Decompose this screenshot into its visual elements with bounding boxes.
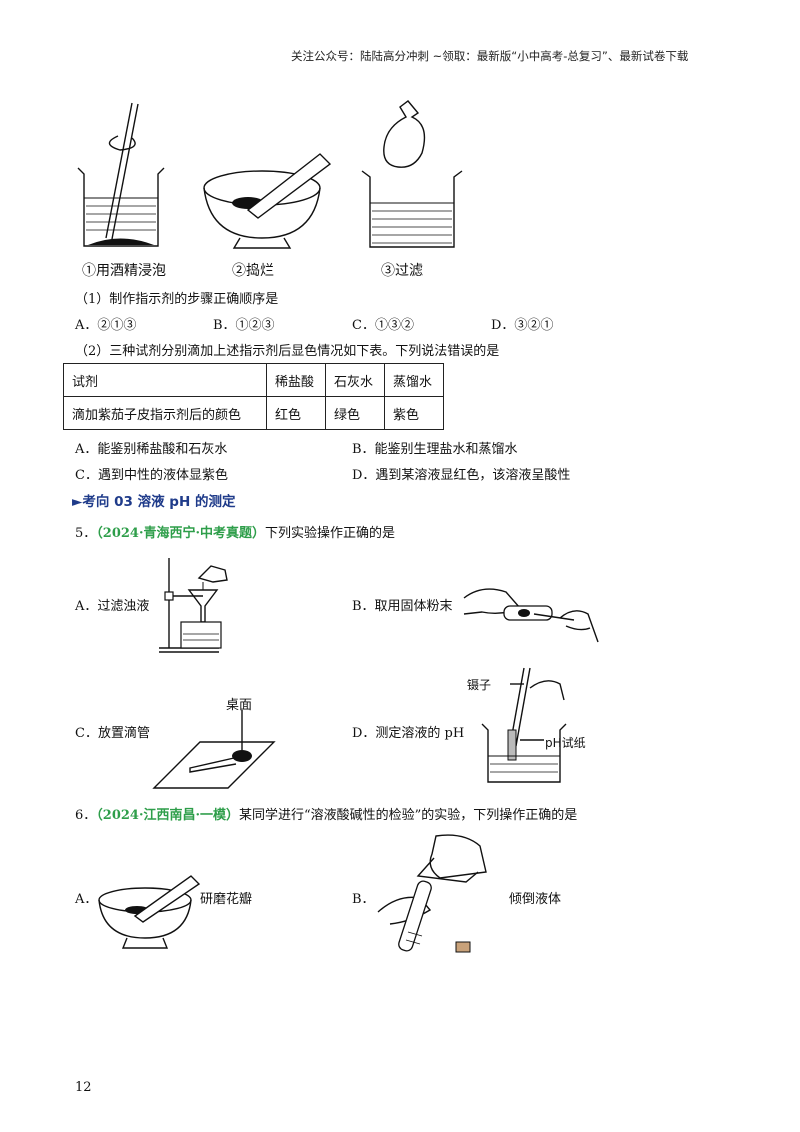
- desk-label: 桌面: [226, 698, 253, 713]
- question-number: 5．: [75, 526, 97, 541]
- table-row: 滴加紫茄子皮指示剂后的颜色 红色 绿色 紫色: [63, 396, 444, 430]
- tweezers-label: 镊子: [467, 678, 492, 692]
- q2-stem: （2）三种试剂分别滴加上述指示剂后显色情况如下表。下列说法错误的是: [75, 344, 500, 359]
- table-cell: 稀盐酸: [266, 363, 326, 397]
- question-source: （2024·青海西宁·中考真题）: [96, 526, 266, 541]
- q1-option-a[interactable]: A．②①③: [75, 318, 137, 333]
- filtration-apparatus-figure: [159, 558, 228, 653]
- question-source: （2024·江西南昌·一模）: [96, 808, 240, 823]
- q5-option-a[interactable]: A．过滤浊液: [75, 599, 150, 614]
- q6-line: 6．（2024·江西南昌·一模）某同学进行“溶液酸碱性的检验”的实验，下列操作正…: [75, 804, 577, 823]
- q2-option-a[interactable]: A．能鉴别稀盐酸和石灰水: [75, 442, 228, 457]
- section-title: 考向 03 溶液 pH 的测定: [82, 494, 236, 510]
- q2-option-b[interactable]: B．能鉴别生理盐水和蒸馏水: [352, 442, 518, 457]
- table-cell: 石灰水: [325, 363, 385, 397]
- q1-option-b[interactable]: B．①②③: [213, 318, 275, 333]
- q1-stem: （1）制作指示剂的步骤正确顺序是: [75, 292, 279, 307]
- grinding-mortar-figure: [98, 875, 201, 949]
- q6-option-a[interactable]: A．: [75, 892, 98, 907]
- table-cell: 试剂: [63, 363, 267, 397]
- q2-option-d[interactable]: D．遇到某溶液显红色，该溶液呈酸性: [352, 468, 571, 483]
- reagent-table: 试剂 稀盐酸 石灰水 蒸馏水 滴加紫茄子皮指示剂后的颜色 红色 绿色 紫色: [63, 363, 444, 430]
- pour-label: 倾倒液体: [509, 892, 562, 907]
- q2-option-c[interactable]: C．遇到中性的液体显紫色: [75, 468, 228, 483]
- table-cell: 红色: [266, 396, 326, 430]
- q5-option-d[interactable]: D．测定溶液的 pH: [352, 726, 465, 741]
- q1-option-c[interactable]: C．①③②: [352, 318, 414, 333]
- section-heading: ►考向 03 溶液 pH 的测定: [72, 490, 235, 510]
- table-header-row: 试剂 稀盐酸 石灰水 蒸馏水: [63, 363, 444, 397]
- triangle-marker-icon: ►: [72, 494, 83, 510]
- q1-option-d[interactable]: D．③②①: [491, 318, 554, 333]
- q5-option-b[interactable]: B．取用固体粉末: [352, 599, 453, 614]
- question-number: 6．: [75, 808, 97, 823]
- fig3-caption: ③过滤: [381, 263, 423, 279]
- filter-beaker-figure: [361, 100, 463, 248]
- fig2-caption: ②捣烂: [232, 263, 274, 279]
- page-header: 关注公众号：陆陆高分冲刺 ~领取：最新版“小中高考-总复习”、最新试卷下载: [291, 49, 689, 63]
- dropper-on-desk-figure: [152, 710, 276, 789]
- table-cell: 蒸馏水: [384, 363, 444, 397]
- question-stem: 下列实验操作正确的是: [265, 526, 396, 541]
- table-cell: 绿色: [325, 396, 385, 430]
- ph-test-figure: [481, 667, 567, 783]
- q5-line: 5．（2024·青海西宁·中考真题）下列实验操作正确的是: [75, 522, 395, 541]
- table-cell: 滴加紫茄子皮指示剂后的颜色: [63, 396, 267, 430]
- powder-test-tube-figure: [463, 588, 599, 643]
- grind-label: 研磨花瓣: [200, 892, 253, 907]
- table-cell: 紫色: [384, 396, 444, 430]
- q5-option-c[interactable]: C．放置滴管: [75, 726, 150, 741]
- page-number: 12: [75, 1080, 92, 1095]
- fig1-caption: ①用酒精浸泡: [82, 263, 166, 279]
- mortar-figure: [203, 153, 332, 249]
- q6-option-b[interactable]: B．: [352, 892, 375, 907]
- pouring-liquid-figure: [377, 834, 487, 953]
- question-stem: 某同学进行“溶液酸碱性的检验”的实验，下列操作正确的是: [239, 808, 578, 823]
- ph-paper-label: pH试纸: [545, 736, 586, 750]
- soaking-beaker-figure: [77, 102, 165, 247]
